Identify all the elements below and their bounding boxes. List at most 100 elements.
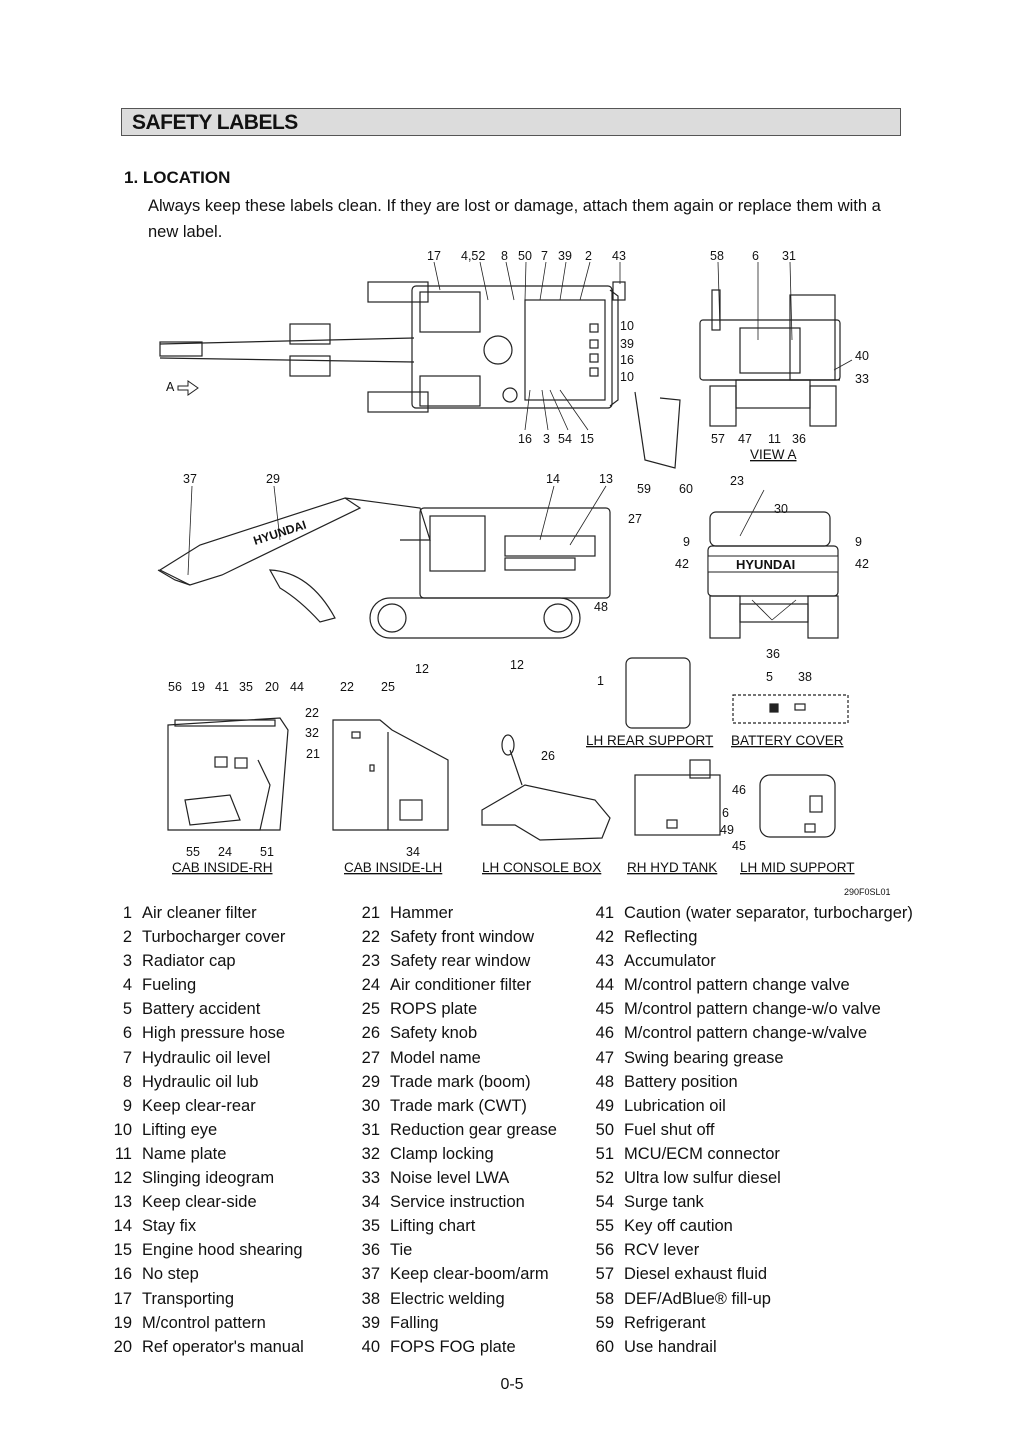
callout: 31: [782, 249, 796, 263]
legend-number: 50: [595, 1120, 614, 1139]
legend-text: Safety knob: [390, 1024, 478, 1043]
legend-text: Electric welding: [390, 1289, 505, 1308]
callout: 29: [266, 472, 280, 486]
legend-text: Battery position: [624, 1072, 738, 1091]
callout: 58: [710, 249, 724, 263]
legend-number: 42: [595, 928, 614, 947]
legend-text: MCU/ECM connector: [624, 1144, 780, 1163]
legend-text: DEF/AdBlue® fill-up: [624, 1289, 771, 1308]
callout: 36: [766, 647, 780, 661]
legend-number: 60: [595, 1337, 614, 1356]
callout: 6: [752, 249, 759, 263]
callout: 40: [855, 349, 869, 363]
legend-text: Trade mark (boom): [390, 1072, 531, 1091]
callout: 24: [218, 845, 232, 859]
view-a-drawing: [699, 289, 841, 427]
legend-text: Caution (water separator, turbocharger): [624, 904, 913, 922]
legend-number: 37: [361, 1265, 380, 1284]
caption-cab-inside-rh: CAB INSIDE-RH: [172, 860, 273, 875]
legend-text: Air cleaner filter: [142, 904, 257, 922]
legend-number: 25: [361, 1000, 380, 1019]
lh-rear-support-drawing: [625, 657, 691, 729]
section-title: SAFETY LABELS: [132, 111, 298, 134]
legend-number: 51: [595, 1144, 614, 1163]
legend-number: 43: [595, 952, 614, 971]
callout: 20: [265, 680, 279, 694]
legend-text: M/control pattern change-w/o valve: [624, 1000, 881, 1019]
legend-number: 56: [595, 1241, 614, 1260]
callout-numbers: 17 4,52 8 50 7 39 2 43 10 39 16 10 16 3 …: [168, 249, 869, 859]
legend-text: Reflecting: [624, 928, 698, 947]
legend-number: 49: [595, 1096, 614, 1115]
callout: 4,52: [461, 249, 485, 263]
legend-number: 57: [595, 1265, 614, 1284]
legend-text: Hammer: [390, 904, 454, 922]
page-number: 0-5: [500, 1376, 524, 1393]
legend-number: 15: [113, 1241, 132, 1260]
legend-number: 23: [361, 952, 380, 971]
callout: 39: [558, 249, 572, 263]
callout: 10: [620, 319, 634, 333]
legend-text: Ultra low sulfur diesel: [624, 1169, 781, 1188]
counterweight-brand-label: HYUNDAI: [736, 557, 795, 572]
cab-inside-rh-drawing: [167, 717, 289, 831]
intro-paragraph: Always keep these labels clean. If they …: [148, 197, 881, 241]
subsection-heading: 1. LOCATION: [124, 168, 231, 187]
callout: 14: [546, 472, 560, 486]
legend-text: ROPS plate: [390, 1000, 478, 1019]
legend-number: 4: [122, 976, 132, 995]
callout: 15: [580, 432, 594, 446]
callout: 51: [260, 845, 274, 859]
callout: 16: [620, 353, 634, 367]
legend-number: 41: [595, 904, 614, 922]
callout: 9: [683, 535, 690, 549]
callout: 8: [501, 249, 508, 263]
legend-text: Engine hood shearing: [142, 1241, 303, 1260]
legend-number: 30: [361, 1096, 380, 1115]
legend-number: 21: [361, 904, 380, 922]
legend-text: Lifting eye: [142, 1120, 218, 1139]
callout: 44: [290, 680, 304, 694]
callout: 16: [518, 432, 532, 446]
view-a-arrow-icon: [177, 380, 199, 396]
legend-text: Noise level LWA: [390, 1169, 510, 1188]
caption-cab-inside-lh: CAB INSIDE-LH: [344, 860, 442, 875]
legend-text: Lifting chart: [390, 1217, 476, 1236]
callout: 39: [620, 337, 634, 351]
legend-text: Reduction gear grease: [390, 1120, 557, 1139]
legend-number: 38: [361, 1289, 380, 1308]
legend-number: 26: [361, 1024, 380, 1043]
callout: 25: [381, 680, 395, 694]
lh-console-box-drawing: [481, 734, 611, 841]
legend-number: 32: [361, 1144, 380, 1163]
legend-text: Safety rear window: [390, 952, 531, 971]
legend-text: Lubrication oil: [624, 1096, 726, 1115]
legend-number: 11: [114, 1144, 132, 1163]
top-view-drawing: [159, 281, 626, 413]
legend-text: Stay fix: [142, 1217, 197, 1236]
legend-number: 5: [122, 1000, 132, 1019]
callout: 5: [766, 670, 773, 684]
legend-text: Safety front window: [390, 928, 534, 947]
legend-number: 10: [113, 1120, 132, 1139]
legend-number: 36: [361, 1241, 380, 1260]
legend-text: Diesel exhaust fluid: [624, 1265, 768, 1284]
legend-text: FOPS FOG plate: [390, 1337, 516, 1356]
legend-text: Use handrail: [624, 1337, 717, 1356]
legend-number: 48: [595, 1072, 614, 1091]
legend-number: 24: [361, 976, 380, 995]
callout: 55: [186, 845, 200, 859]
legend-number: 34: [361, 1193, 380, 1212]
legend-text: Radiator cap: [142, 952, 236, 971]
legend-number: 33: [361, 1169, 380, 1188]
leader-lines: [187, 261, 853, 621]
legend-text: Keep clear-rear: [142, 1096, 256, 1115]
legend-text: M/control pattern: [142, 1313, 266, 1332]
legend-text: Air conditioner filter: [390, 976, 532, 995]
callout: 56: [168, 680, 182, 694]
legend-text: M/control pattern change valve: [624, 976, 850, 995]
section-header: SAFETY LABELS: [121, 108, 901, 136]
callout: 41: [215, 680, 229, 694]
callout: 2: [585, 249, 592, 263]
caption-battery-cover: BATTERY COVER: [731, 733, 844, 748]
